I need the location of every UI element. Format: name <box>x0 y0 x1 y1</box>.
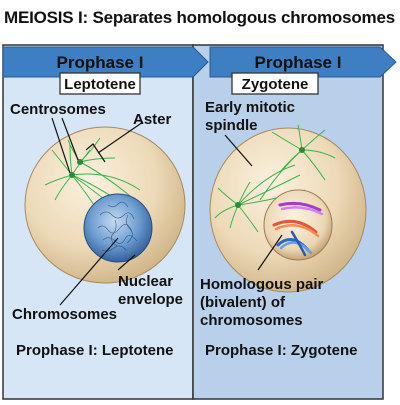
label-nuclear-envelope-line2: envelope <box>118 291 183 308</box>
leader-lines-left <box>51 117 144 306</box>
stage-label-left: Prophase I <box>57 53 144 72</box>
stage-arrow-left <box>2 46 209 78</box>
substage-box-left <box>59 72 141 95</box>
label-spindle-line2: spindle <box>205 117 258 134</box>
label-chromosomes: Chromosomes <box>12 306 117 323</box>
caption-left: Prophase I: Leptotene <box>16 342 174 359</box>
substage-box-right <box>231 72 319 95</box>
label-pair-line1: Homologous pair <box>200 276 323 293</box>
label-pair-line3: chromosomes <box>200 312 303 329</box>
leader-lines-right <box>224 134 283 271</box>
label-nuclear-envelope-line1: Nuclear <box>118 273 173 290</box>
label-pair-line2: (bivalent) of <box>200 294 286 311</box>
substage-label-left: Leptotene <box>64 76 136 93</box>
header-title: MEIOSIS I: Separates homologous chromoso… <box>4 8 395 27</box>
centrosome-2 <box>77 159 83 165</box>
label-spindle-line1: Early mitotic <box>205 99 295 116</box>
zygotene-cell <box>209 124 367 293</box>
centrosome-1 <box>69 172 75 178</box>
centrosome-right-2 <box>299 147 305 153</box>
stage-arrow-right <box>209 46 397 78</box>
caption-right: Prophase I: Zygotene <box>205 342 358 359</box>
stage-label-right: Prophase I <box>255 53 342 72</box>
homologous-pairs <box>272 201 324 257</box>
leptotene-cell <box>24 126 186 284</box>
centrosome-right-1 <box>235 202 241 208</box>
substage-label-right: Zygotene <box>242 76 309 93</box>
label-centrosomes: Centrosomes <box>10 101 106 118</box>
nucleus <box>83 193 153 263</box>
chromatin <box>97 201 138 252</box>
label-aster: Aster <box>133 111 172 128</box>
